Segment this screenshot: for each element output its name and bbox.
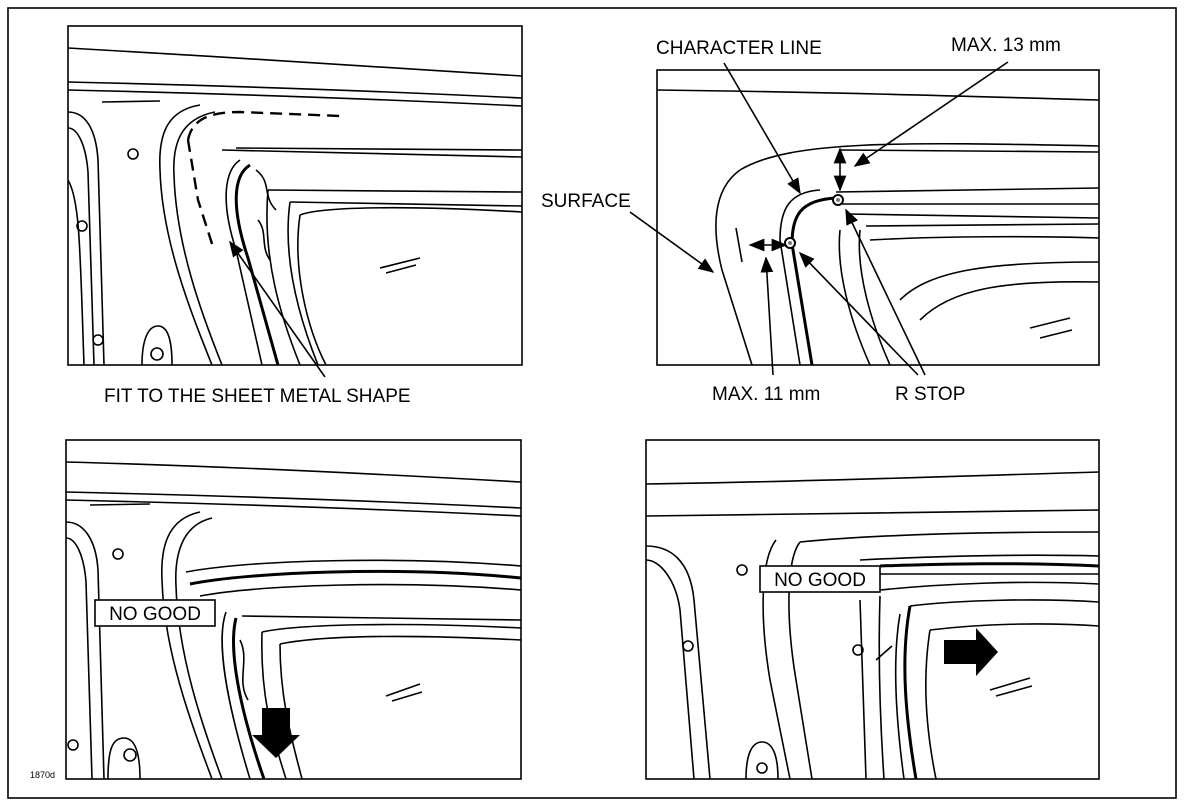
- character-line-arrow: [723, 62, 801, 195]
- panel-no-good-left: NO GOOD 1870d: [30, 439, 522, 780]
- r-stop-label: R STOP: [895, 384, 965, 405]
- panel-drawing: [646, 471, 1099, 779]
- panel-frame: [645, 439, 1100, 780]
- no-good-label: NO GOOD: [109, 604, 201, 625]
- panel-no-good-right: NO GOOD: [645, 439, 1100, 780]
- no-good-box: [94, 599, 216, 627]
- outer-border: [7, 7, 1177, 799]
- max11-arrow: [760, 256, 774, 376]
- surface-arrow: [629, 211, 715, 273]
- r-stop-arrow-lower: [798, 251, 919, 376]
- surface-label: SURFACE: [541, 191, 631, 212]
- max13-arrow: [853, 61, 1009, 167]
- figure-id: 1870d: [30, 770, 55, 780]
- fit-shape-arrow: [229, 240, 326, 378]
- r-stop-arrow-upper: [845, 208, 926, 376]
- fit-sheet-metal-label: FIT TO THE SHEET METAL SHAPE: [104, 386, 411, 407]
- panel-character-line-detail: CHARACTER LINE MAX. 13 mm SURFACE MAX. 1…: [541, 35, 1100, 405]
- down-arrow-icon: [252, 708, 300, 758]
- panel-drawing: [68, 47, 522, 365]
- character-line-label: CHARACTER LINE: [656, 38, 822, 59]
- panel-drawing: [657, 89, 1099, 365]
- no-good-box: [759, 565, 881, 593]
- panel-frame: [67, 25, 523, 366]
- right-arrow-icon: [944, 628, 998, 676]
- max13-label: MAX. 13 mm: [951, 35, 1061, 56]
- panel-fit-sheet-metal: FIT TO THE SHEET METAL SHAPE: [67, 25, 523, 407]
- max11-label: MAX. 11 mm: [712, 384, 820, 405]
- no-good-label: NO GOOD: [774, 570, 866, 591]
